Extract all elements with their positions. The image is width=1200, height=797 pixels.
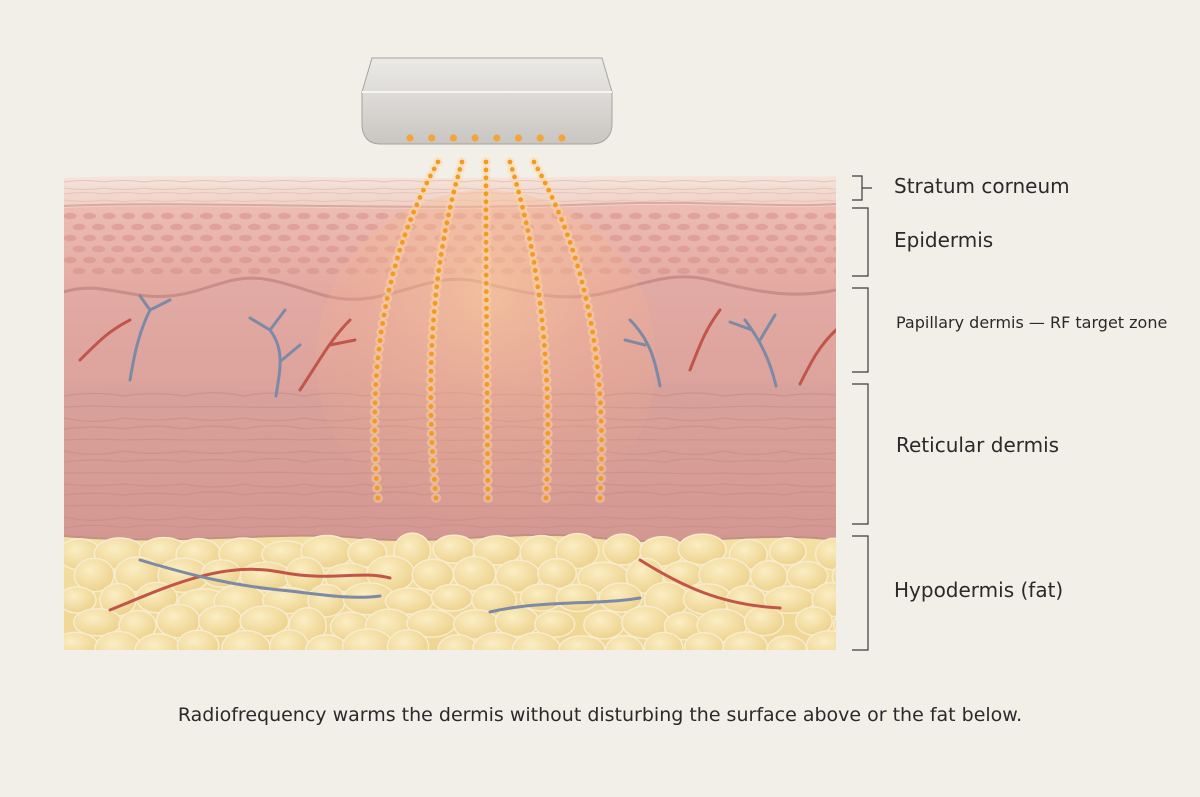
label-stratum-corneum: Stratum corneum [894, 174, 1070, 198]
bracket-stratum-corneum [852, 175, 872, 201]
rf-energy-paths [369, 157, 607, 503]
label-epidermis: Epidermis [894, 228, 994, 252]
layer-brackets [852, 175, 872, 651]
bracket-epidermis [852, 207, 869, 277]
label-hypodermis: Hypodermis (fat) [894, 578, 1064, 602]
bracket-papillary-dermis [852, 287, 869, 373]
tissue-block [64, 176, 836, 650]
bracket-hypodermis [852, 535, 869, 651]
diagram-caption: Radiofrequency warms the dermis without … [177, 704, 1023, 726]
fat-cell-icon [64, 532, 836, 650]
label-reticular-dermis: Reticular dermis [896, 433, 1060, 457]
hypodermis-vessels [108, 558, 782, 614]
bracket-reticular-dermis [852, 383, 869, 525]
blood-vessel-icon [78, 294, 836, 398]
rf-applicator-icon [361, 57, 613, 145]
label-papillary-dermis: Papillary dermis — RF target zone [896, 313, 1168, 332]
